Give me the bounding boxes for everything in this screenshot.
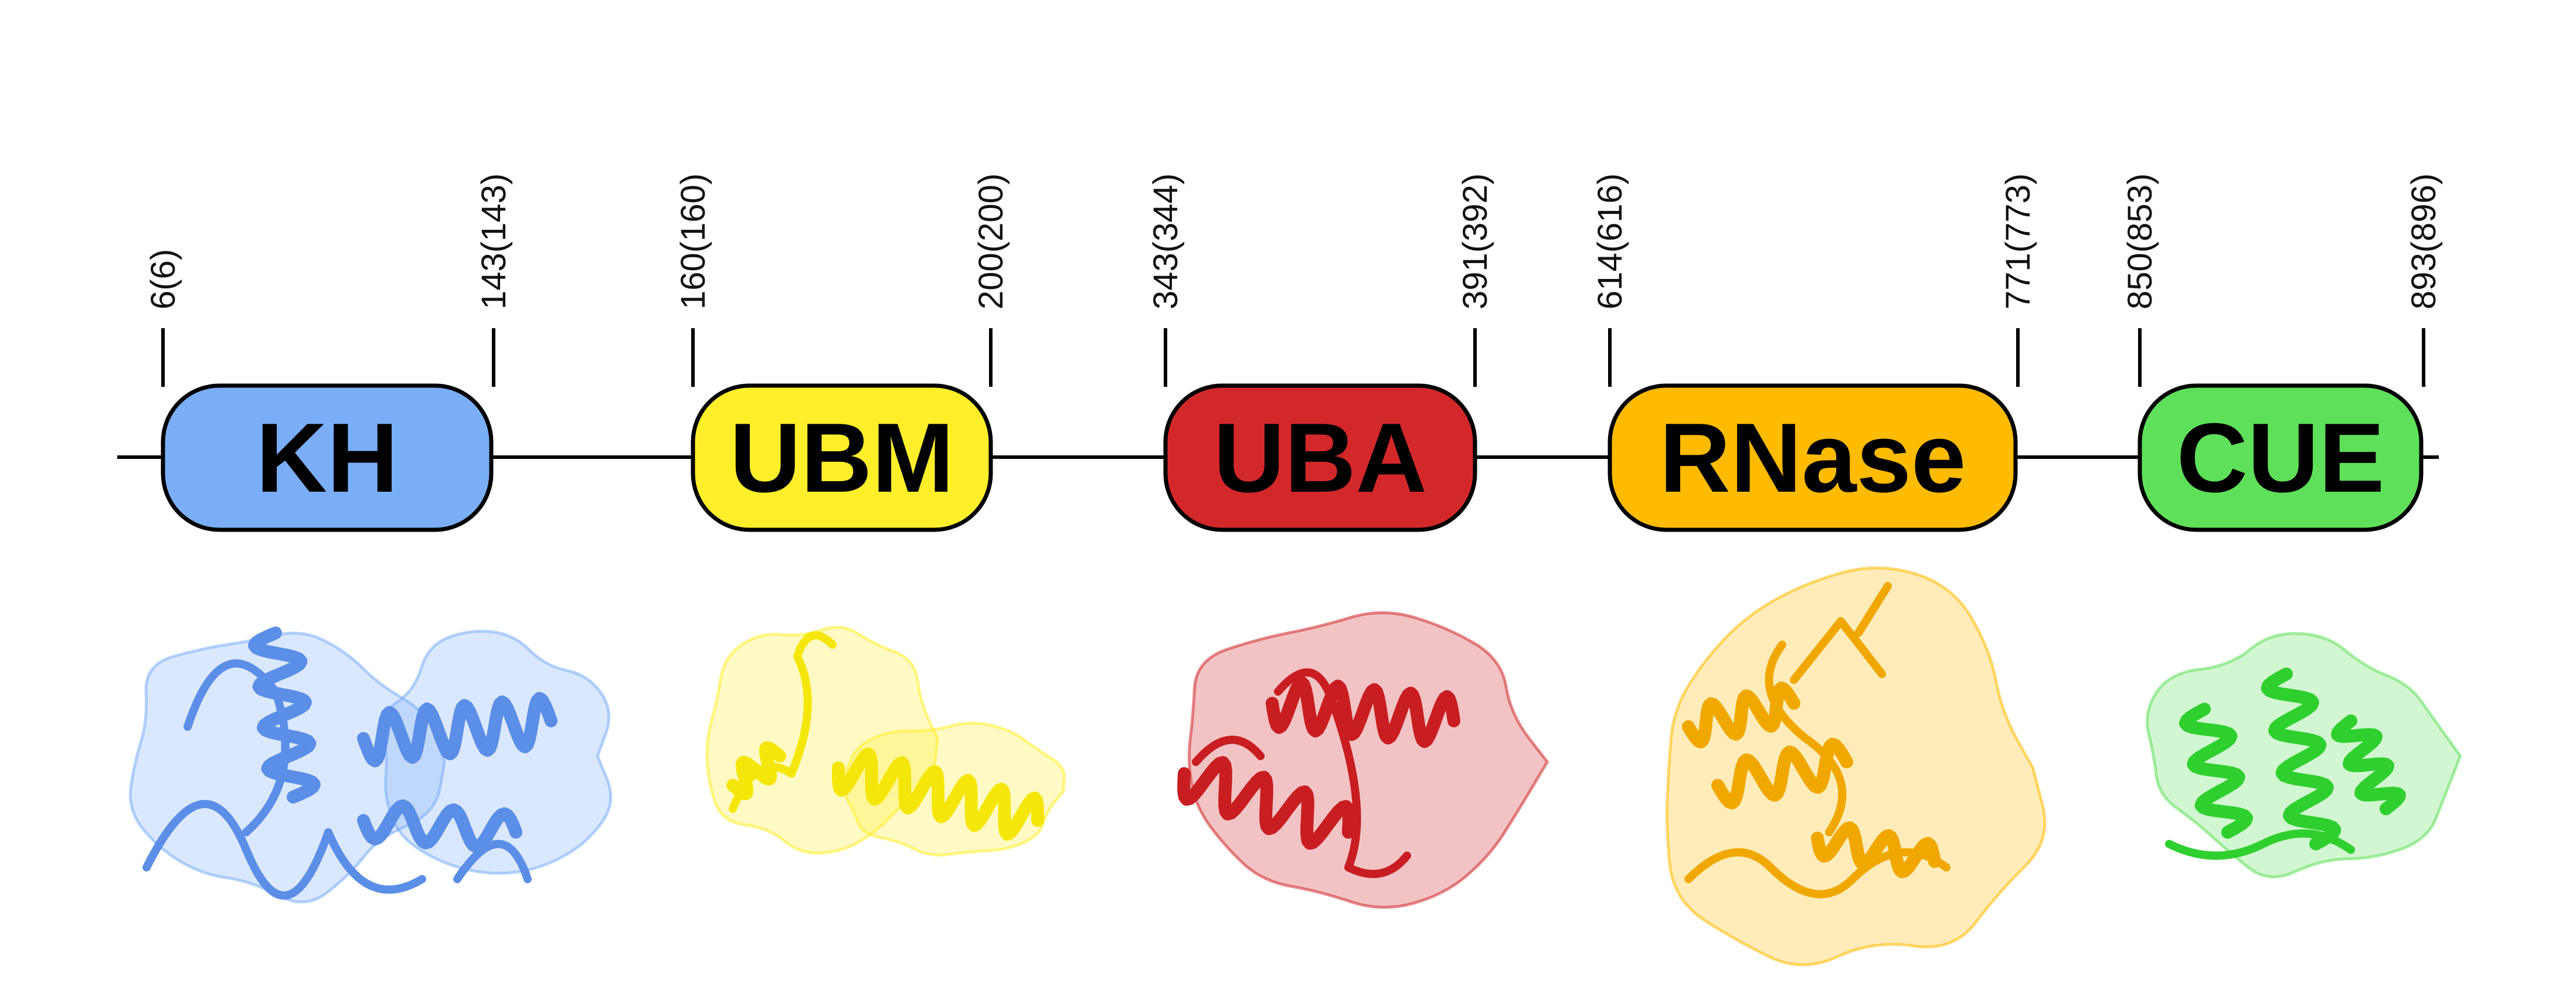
cue-protein-structure-icon [2146, 632, 2462, 879]
rnase-protein-structure-icon [1665, 566, 2047, 966]
ubm-end-position-label: 200(200) [972, 173, 1010, 309]
kh-start-position-label: 6(6) [144, 249, 182, 309]
kh-end-position-label: 143(143) [475, 173, 513, 309]
ubm-start-position-label: 160(160) [674, 173, 712, 309]
uba-end-position-label: 391(392) [1456, 173, 1494, 309]
ubm-domain-box: UBM [691, 383, 993, 532]
kh-domain-shape [161, 383, 494, 532]
uba-start-position-label: 343(344) [1147, 173, 1185, 309]
uba-domain-shape [1163, 383, 1477, 532]
ubm-domain-label: UBM [730, 403, 954, 513]
rnase-domain-shape [1608, 383, 2018, 532]
ubm-protein-structure-icon [705, 625, 1066, 857]
kh-protein-structure-icon [128, 627, 613, 904]
rnase-domain-box: RNase [1608, 383, 2018, 532]
cue-domain-box: CUE [2137, 383, 2424, 532]
kh-domain-box: KH [161, 383, 494, 532]
uba-domain-label: UBA [1214, 403, 1427, 513]
cue-domain-label: CUE [2177, 403, 2385, 513]
cue-end-position-label: 893(896) [2405, 173, 2443, 309]
rnase-domain-label: RNase [1660, 403, 1966, 513]
ubm-domain-shape [691, 383, 993, 532]
cue-domain-shape [2137, 383, 2424, 532]
rnase-end-position-label: 771(773) [1999, 173, 2037, 309]
kh-domain-label: KH [256, 403, 399, 513]
rnase-start-position-label: 614(616) [1591, 173, 1629, 309]
uba-domain-box: UBA [1163, 383, 1477, 532]
cue-start-position-label: 850(853) [2121, 173, 2159, 309]
uba-protein-structure-icon [1177, 611, 1549, 909]
